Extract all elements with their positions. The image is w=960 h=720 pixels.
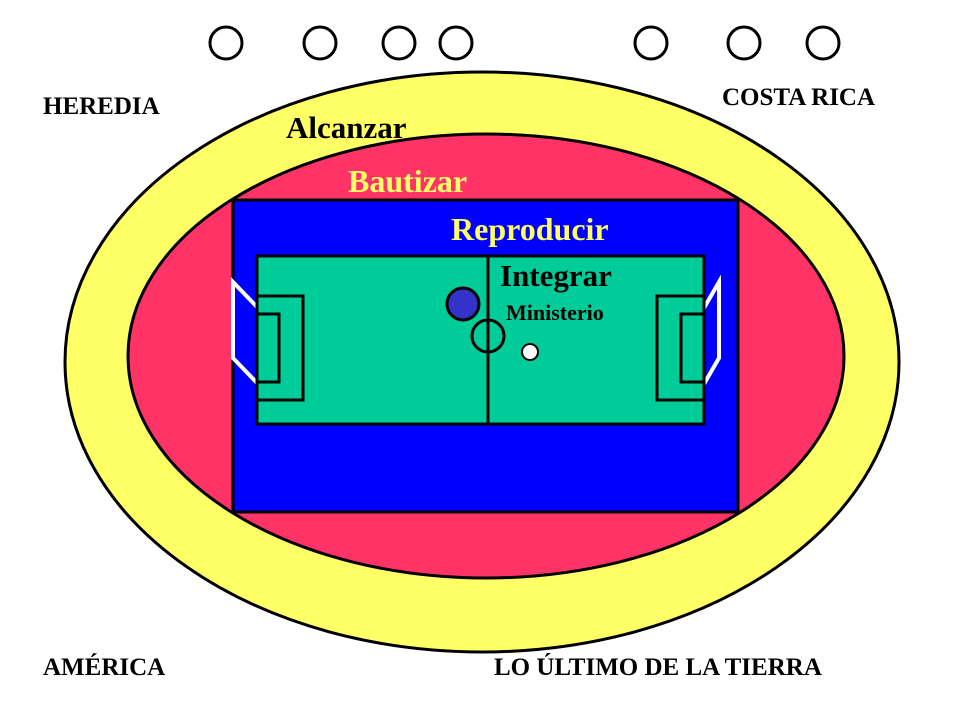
label-reproducir: Reproducir — [451, 211, 609, 247]
top-circle — [302, 25, 338, 61]
pitch-markings — [255, 256, 706, 424]
right-goal-area — [679, 312, 706, 384]
label-alcanzar: Alcanzar — [286, 110, 407, 145]
center-circle — [470, 318, 506, 354]
top-circle — [805, 25, 841, 61]
label-heredia: HEREDIA — [43, 93, 160, 120]
top-circle — [438, 25, 474, 61]
right-goal — [702, 274, 721, 385]
soccer-ball — [521, 343, 539, 361]
left-goal-area — [255, 312, 281, 384]
label-ministerio: Ministerio — [506, 300, 604, 325]
top-circle — [381, 25, 417, 61]
label-bautizar: Bautizar — [348, 163, 467, 199]
top-circle — [726, 25, 762, 61]
label-america: AMÉRICA — [43, 653, 165, 681]
label-lo-ultimo-de-la-tierra: LO ÚLTIMO DE LA TIERRA — [494, 653, 822, 681]
left-goal — [231, 277, 260, 386]
player-ball — [445, 286, 481, 322]
top-circles — [208, 25, 841, 61]
soccer-pitch-integrar — [255, 254, 706, 426]
top-circle — [208, 25, 244, 61]
label-costa-rica: COSTA RICA — [722, 84, 875, 111]
label-integrar: Integrar — [500, 258, 612, 293]
top-circle — [633, 25, 669, 61]
